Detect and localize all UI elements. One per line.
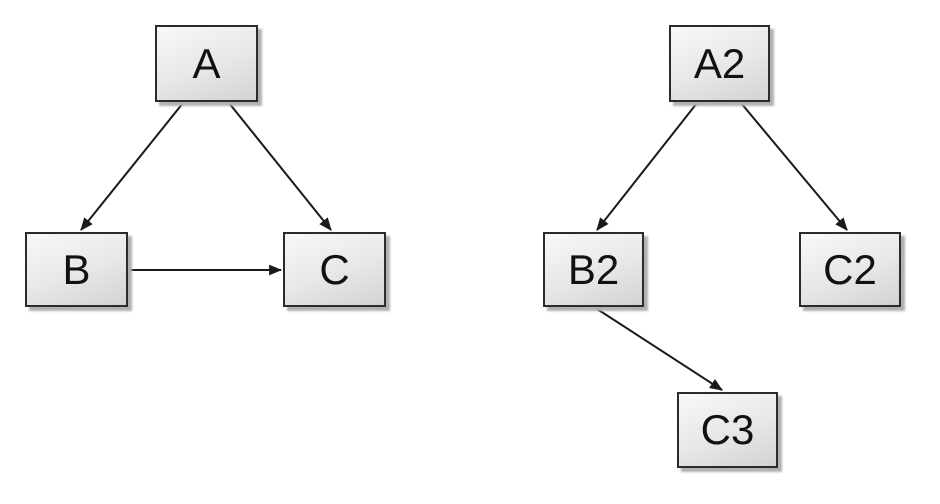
node-A2[interactable]: A2 [669,25,770,102]
edge-A-C[interactable] [228,102,332,231]
node-label-A2: A2 [693,39,746,87]
node-label-C2: C2 [823,245,877,293]
node-label-A: A [192,39,221,87]
node-label-B2: B2 [567,245,620,293]
node-label-C3: C3 [700,406,755,453]
node-C2[interactable]: C2 [799,232,901,307]
edge-A2-C2[interactable] [740,102,848,231]
node-B[interactable]: B [25,232,128,307]
node-C3[interactable]: C3 [677,392,778,468]
node-C[interactable]: C [283,232,386,307]
edge-A2-B2[interactable] [596,102,698,231]
edge-B2-C3[interactable] [593,306,723,391]
node-label-C: C [319,245,350,293]
node-B2[interactable]: B2 [543,232,644,307]
node-A[interactable]: A [155,25,258,102]
edge-A-B[interactable] [80,102,184,231]
node-label-B: B [62,245,91,293]
